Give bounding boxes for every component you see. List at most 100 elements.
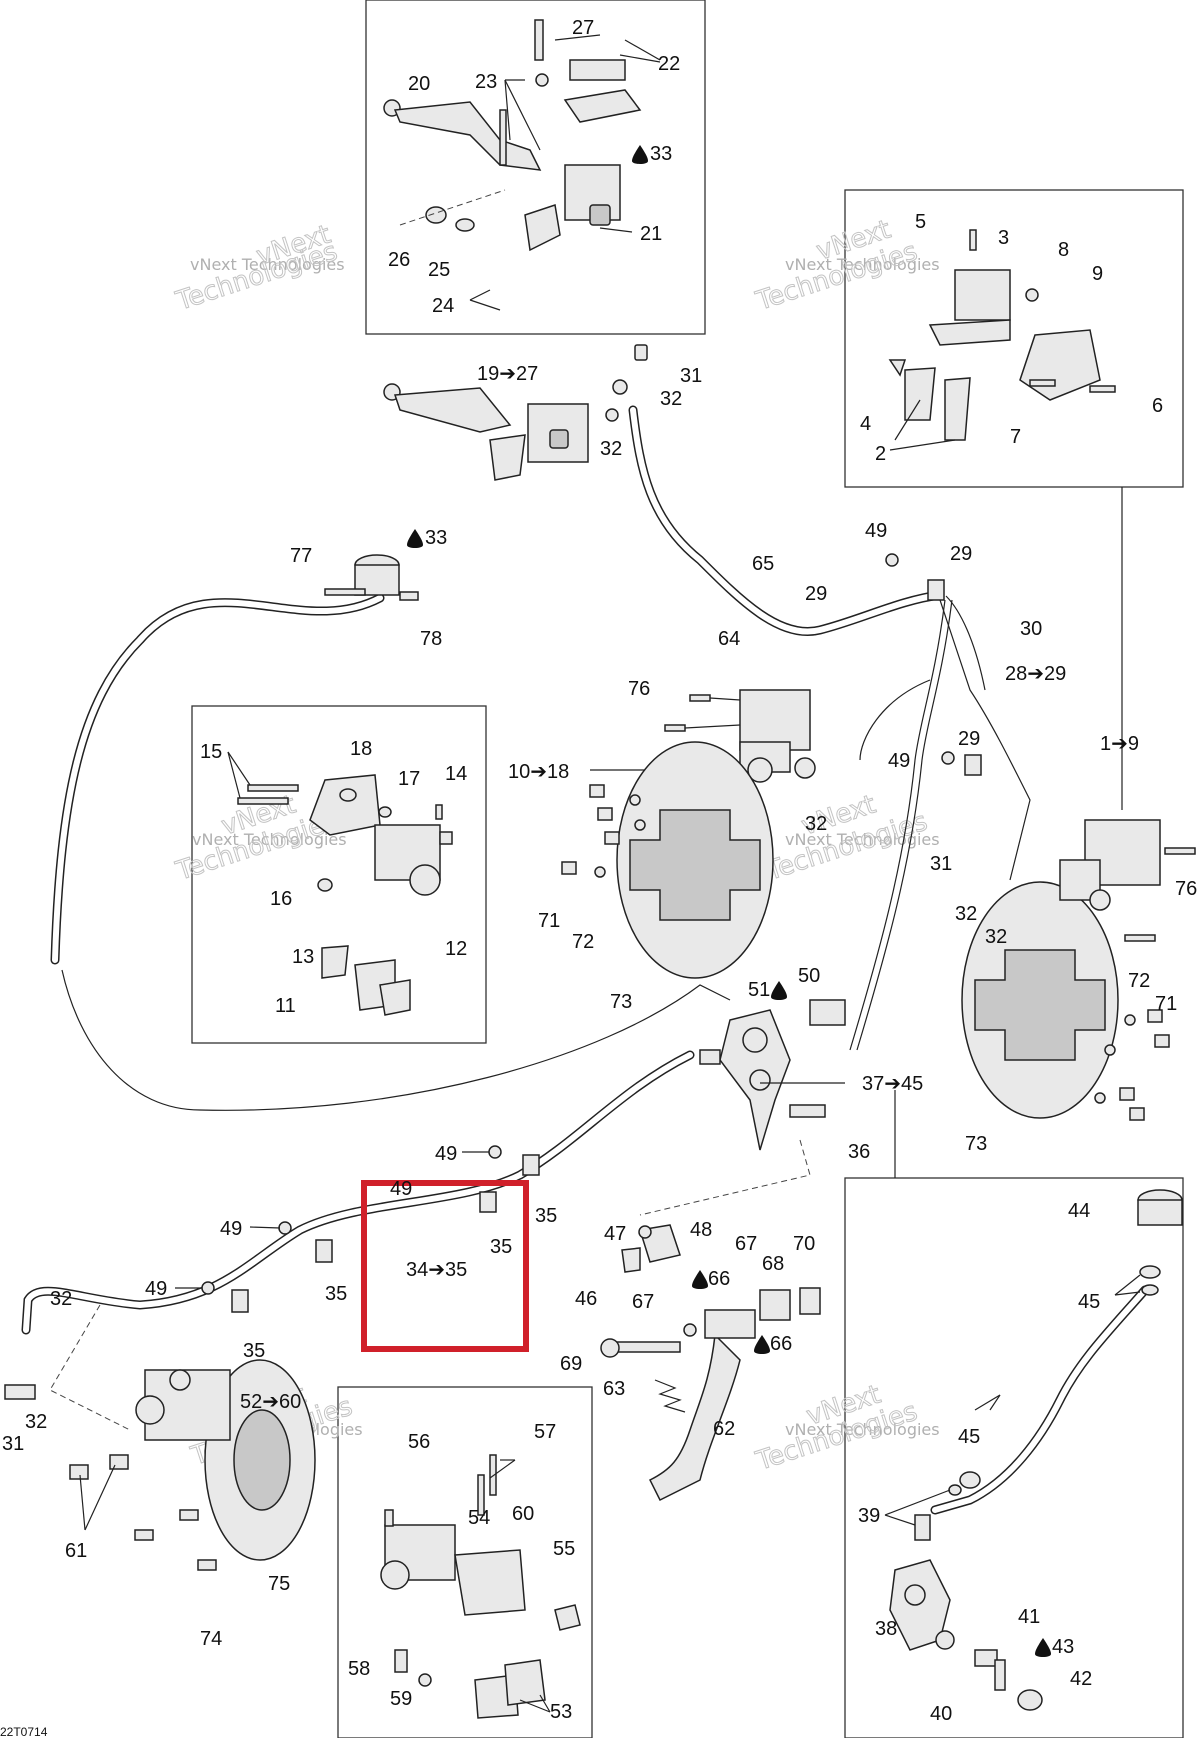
callout-37-45: 37➔45: [862, 1073, 923, 1095]
callout-55: 55: [553, 1538, 575, 1560]
callout-36: 36: [848, 1141, 870, 1163]
callout-49: 49: [435, 1143, 457, 1165]
callout-3: 3: [998, 227, 1009, 249]
watermark-text: vNext Technologies: [785, 1420, 940, 1439]
callout-41: 41: [1018, 1606, 1040, 1628]
callout-61: 61: [65, 1540, 87, 1562]
rear-caliper-detail-parts: [380, 1454, 581, 1719]
callout-25: 25: [428, 259, 450, 281]
disc-bolts: [561, 784, 1170, 1121]
callout-66: 66: [770, 1333, 792, 1355]
callout-31: 31: [930, 853, 952, 875]
callout-77: 77: [290, 545, 312, 567]
front-right-caliper: [1059, 819, 1196, 942]
callout-62: 62: [713, 1418, 735, 1440]
callout-52-60: 52➔60: [240, 1391, 301, 1413]
callout-50: 50: [798, 965, 820, 987]
callout-71: 71: [538, 910, 560, 932]
callout-67: 67: [735, 1233, 757, 1255]
callout-46: 46: [575, 1288, 597, 1310]
callout-1-9: 1➔9: [1100, 733, 1139, 755]
callout-32: 32: [955, 903, 977, 925]
callout-44: 44: [1068, 1200, 1090, 1222]
callout-28-29: 28➔29: [1005, 663, 1066, 685]
callout-66: 66: [708, 1268, 730, 1290]
callout-60: 60: [512, 1503, 534, 1525]
callout-24: 24: [432, 295, 454, 317]
callout-49: 49: [220, 1218, 242, 1240]
fluid-drop-icon: [771, 981, 787, 1000]
callout-49: 49: [145, 1278, 167, 1300]
fluid-drop-icon: [407, 529, 423, 548]
drawing-code: 22T0714: [0, 1725, 48, 1738]
callout-58: 58: [348, 1658, 370, 1680]
callout-31: 31: [680, 365, 702, 387]
callout-30: 30: [1020, 618, 1042, 640]
watermark-text: vNext Technologies: [785, 830, 940, 849]
callout-16: 16: [270, 888, 292, 910]
callout-35: 35: [325, 1283, 347, 1305]
callout-72: 72: [1128, 970, 1150, 992]
brake-pedal: [600, 1224, 821, 1502]
watermark-text: vNext Technologies: [190, 255, 345, 274]
callout-71: 71: [1155, 993, 1177, 1015]
callout-67: 67: [632, 1291, 654, 1313]
fluid-drop-icon: [754, 1335, 770, 1354]
callout-54: 54: [468, 1507, 490, 1529]
distribution-block: [699, 999, 846, 1151]
callout-5: 5: [915, 211, 926, 233]
callout-33: 33: [650, 143, 672, 165]
callout-64: 64: [718, 628, 740, 650]
callout-4: 4: [860, 413, 871, 435]
callout-9: 9: [1092, 263, 1103, 285]
callout-63: 63: [603, 1378, 625, 1400]
callout-31: 31: [2, 1433, 24, 1455]
brake-lines: [21, 405, 1150, 1515]
callout-18: 18: [350, 738, 372, 760]
callout-70: 70: [793, 1233, 815, 1255]
callout-33: 33: [425, 527, 447, 549]
foot-master-cylinder-detail-parts: [884, 1189, 1183, 1711]
callout-45: 45: [1078, 1291, 1100, 1313]
callout-59: 59: [390, 1688, 412, 1710]
frame-rear-caliper-detail: [337, 1386, 593, 1738]
callout-45: 45: [958, 1426, 980, 1448]
callout-39: 39: [858, 1505, 880, 1527]
callout-13: 13: [292, 946, 314, 968]
callout-17: 17: [398, 768, 420, 790]
highlight-box-34-35: [361, 1180, 529, 1352]
callout-51: 51: [748, 979, 770, 1001]
part-callouts: 1➔9 2 3 4 5 6 7 8 9 10➔18 11 12 13 14 15…: [2, 17, 1197, 1725]
callout-26: 26: [388, 249, 410, 271]
callout-8: 8: [1058, 239, 1069, 261]
front-left-caliper-detail-parts: [227, 751, 453, 1016]
callout-14: 14: [445, 763, 467, 785]
callout-49: 49: [865, 520, 887, 542]
callout-32: 32: [985, 926, 1007, 948]
callout-65: 65: [752, 553, 774, 575]
callout-29: 29: [950, 543, 972, 565]
callout-23: 23: [475, 71, 497, 93]
callout-6: 6: [1152, 395, 1163, 417]
frame-master-cylinder-detail: [365, 0, 706, 335]
callout-43: 43: [1052, 1636, 1074, 1658]
callout-29: 29: [958, 728, 980, 750]
front-left-caliper: [590, 689, 816, 783]
callout-75: 75: [268, 1573, 290, 1595]
callout-21: 21: [640, 223, 662, 245]
callout-78: 78: [420, 628, 442, 650]
fluid-drop-markers: [407, 145, 1051, 1657]
callout-49: 49: [888, 750, 910, 772]
callout-12: 12: [445, 938, 467, 960]
callout-11: 11: [275, 995, 296, 1017]
callout-68: 68: [762, 1253, 784, 1275]
frame-front-caliper-right-detail: [844, 189, 1184, 488]
callout-38: 38: [875, 1618, 897, 1640]
right-caliper-detail-parts: [888, 229, 1116, 451]
fluid-drop-icon: [632, 145, 648, 164]
callout-35: 35: [490, 1236, 512, 1258]
rear-caliper: [4, 1369, 231, 1571]
callout-15: 15: [200, 741, 222, 763]
callout-29: 29: [805, 583, 827, 605]
